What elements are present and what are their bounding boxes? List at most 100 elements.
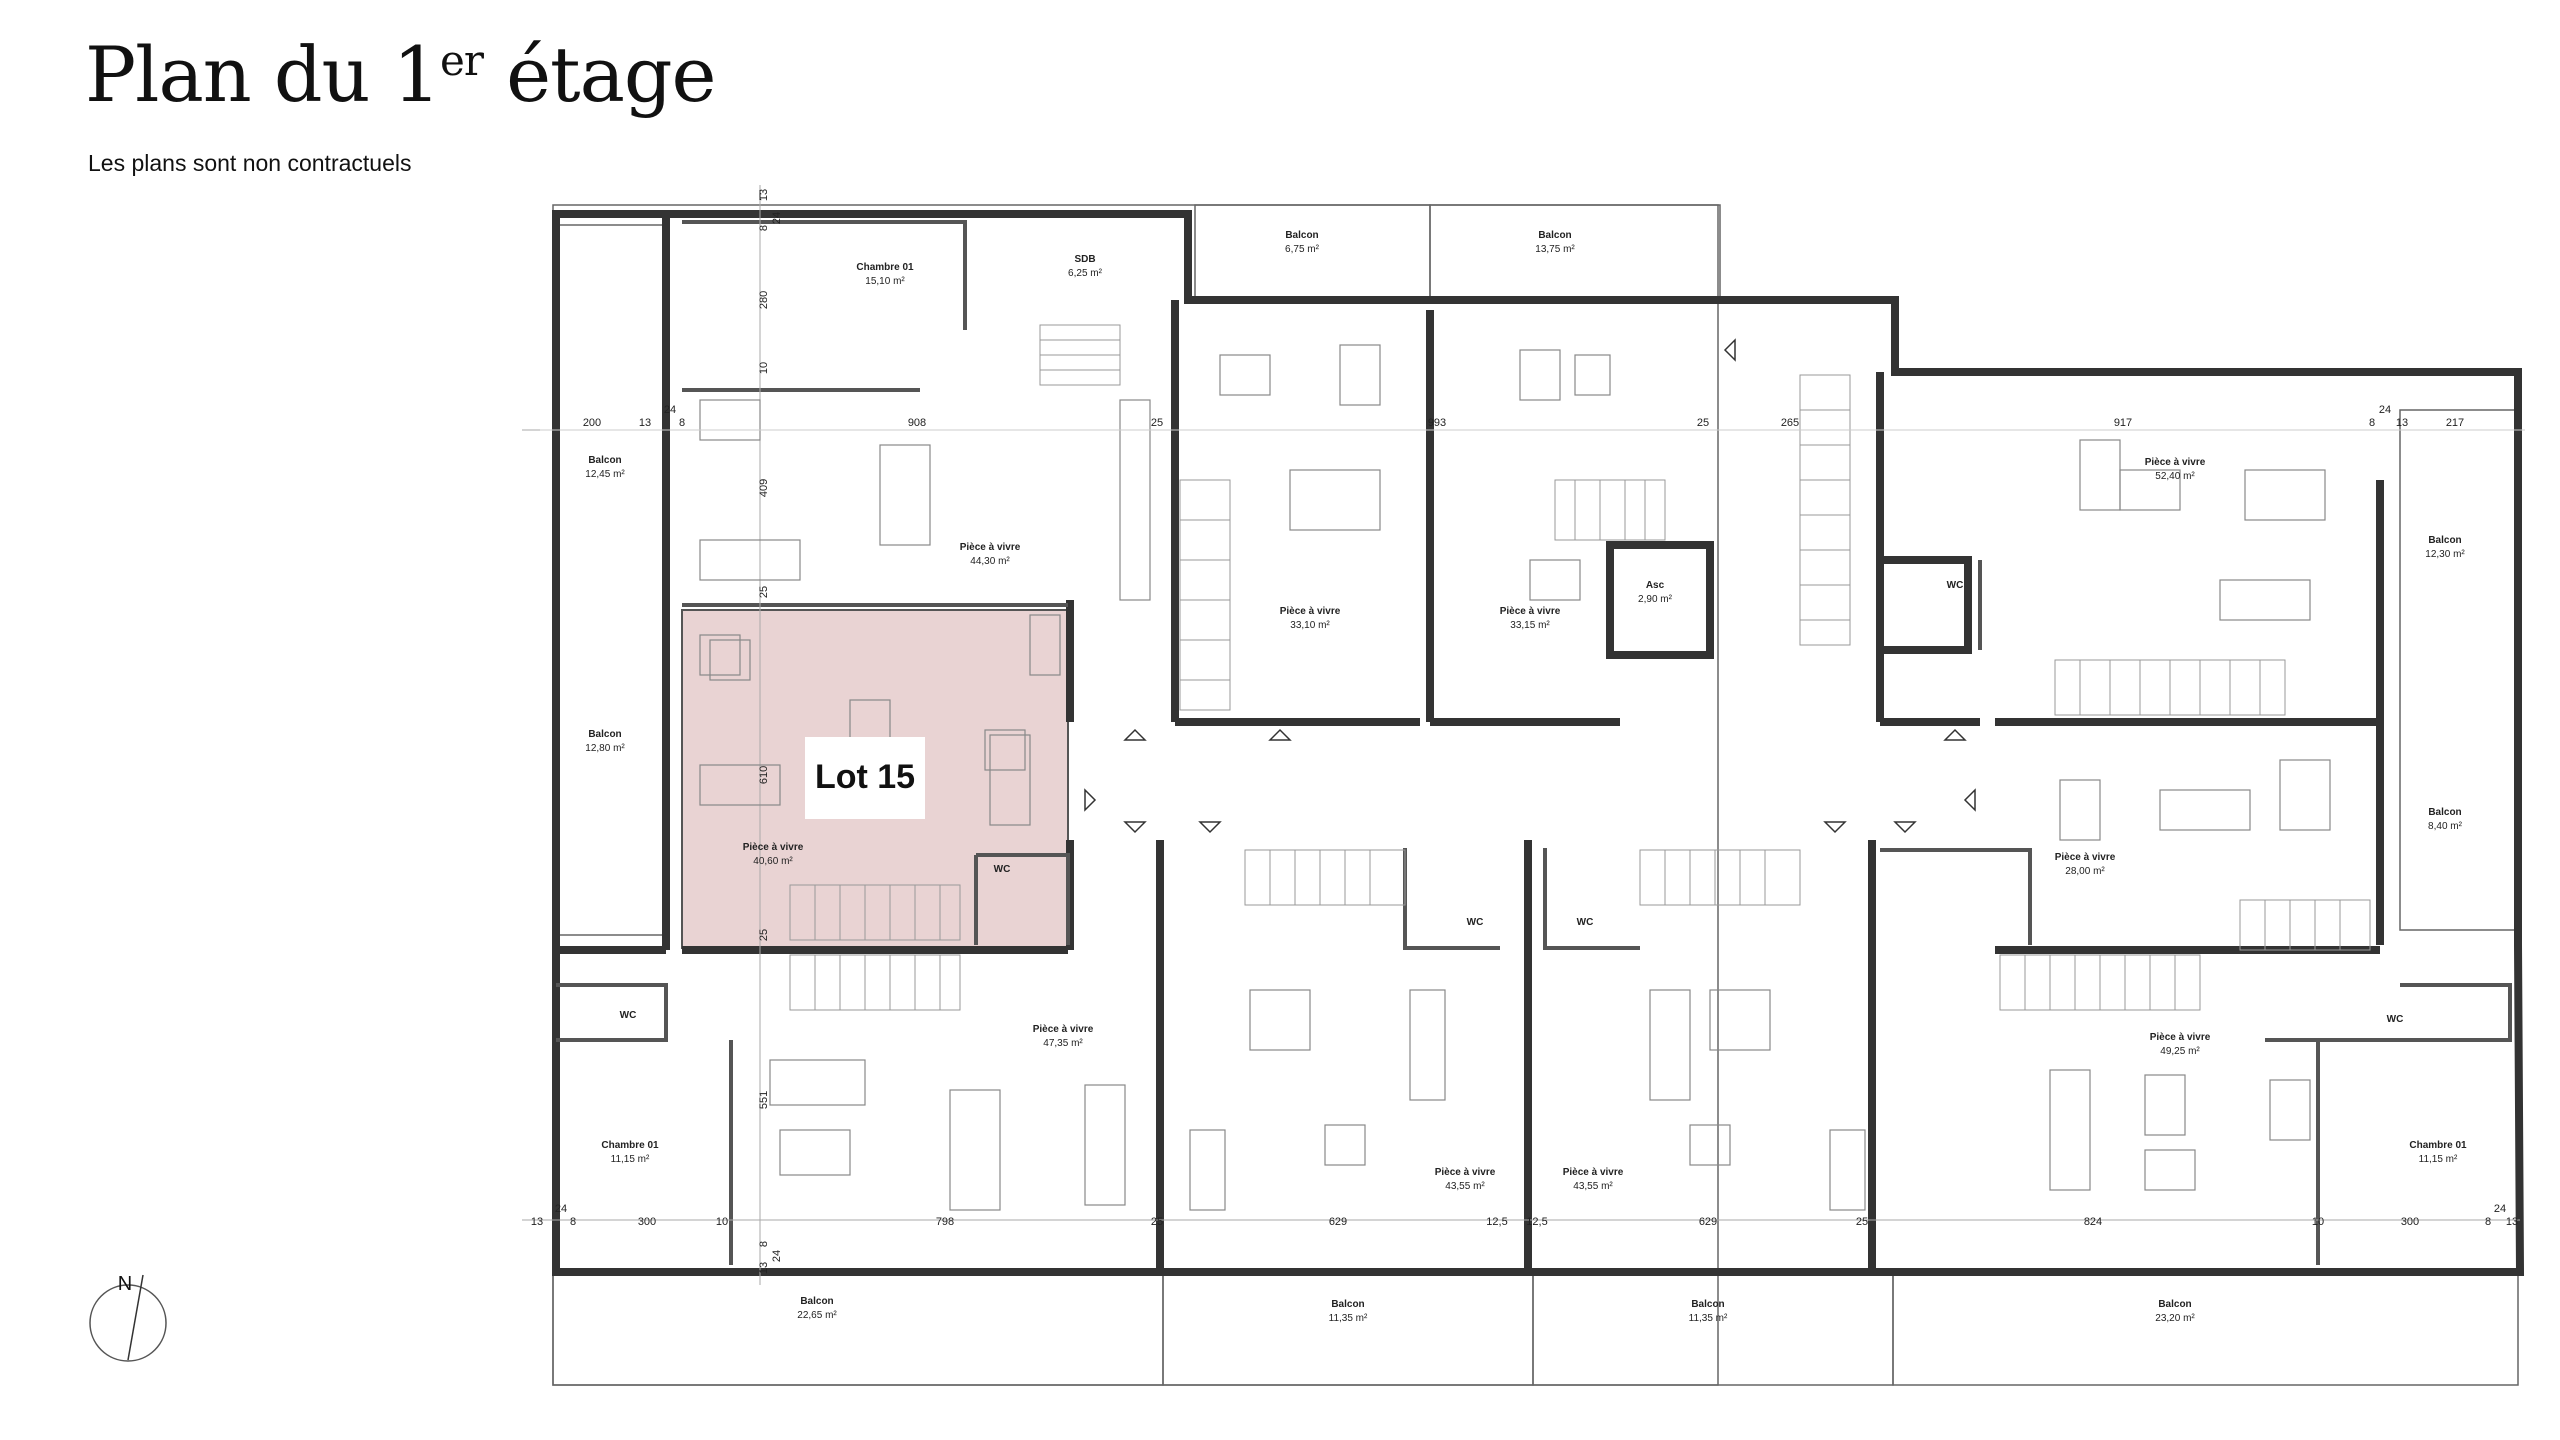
stairs [789, 324, 2371, 1011]
exterior-walls [552, 210, 2525, 1276]
dim-label: 25 [758, 586, 770, 598]
room-area: 12,30 m² [2425, 549, 2465, 560]
dim-label: 24 [771, 212, 783, 224]
dim-label: 13 [758, 1262, 770, 1274]
compass-circle-icon [89, 1284, 167, 1362]
dim-label: 12,5 [1486, 1216, 1507, 1228]
dim-label: 629 [1329, 1216, 1347, 1228]
vertical-dimension-labels: 13 24 8 280 10 409 25 610 25 551 8 24 13 [758, 189, 783, 1274]
room-area: 8,40 m² [2428, 821, 2463, 832]
room-name: Balcon [1538, 230, 1571, 241]
dim-label: 25 [1151, 1216, 1163, 1228]
dim-label: 10 [758, 362, 770, 374]
dim-label: 798 [936, 1216, 954, 1228]
page-subtitle: Les plans sont non contractuels [88, 150, 412, 176]
dim-label: 25 [1697, 417, 1709, 429]
dim-label: 13 [2396, 417, 2408, 429]
dim-label: 200 [583, 417, 601, 429]
dim-label: 12,5 [1526, 1216, 1547, 1228]
compass: N [89, 1273, 167, 1362]
lot-label-box [805, 737, 925, 819]
room-name: Balcon [2428, 535, 2461, 546]
dim-label: 993 [1428, 417, 1446, 429]
room-area: 23,20 m² [2155, 1313, 2195, 1324]
dim-label: 13 [758, 189, 770, 201]
compass-label: N [118, 1273, 132, 1295]
room-area: 6,75 m² [1285, 244, 1320, 255]
room-name: Balcon [588, 455, 621, 466]
room-name: WC [1467, 917, 1484, 928]
room-name: Pièce à vivre [1500, 606, 1561, 617]
room-area: 52,40 m² [2155, 471, 2195, 482]
dim-label: 300 [2401, 1216, 2419, 1228]
dim-label: 917 [2114, 417, 2132, 429]
room-name: Balcon [2428, 807, 2461, 818]
room-name: Pièce à vivre [960, 542, 1021, 553]
room-name: Balcon [2158, 1299, 2191, 1310]
room-area: 11,15 m² [2419, 1154, 2458, 1165]
dim-label: 265 [1781, 417, 1799, 429]
dim-label: 24 [2379, 404, 2391, 416]
dim-label: 24 [771, 1250, 783, 1262]
room-name: Balcon [1691, 1299, 1724, 1310]
dimension-ticks [540, 190, 2525, 431]
room-area: 13,75 m² [1535, 244, 1575, 255]
room-area: 33,15 m² [1510, 620, 1550, 631]
dim-label: 25 [758, 929, 770, 941]
north-arrow-icon [127, 1274, 144, 1361]
room-area: 12,80 m² [585, 743, 625, 754]
lot-label: Lot 15 [815, 758, 915, 796]
room-area: 49,25 m² [2160, 1046, 2200, 1057]
room-name: Balcon [800, 1296, 833, 1307]
dim-label: 24 [2494, 1203, 2506, 1215]
room-name: Pièce à vivre [2150, 1032, 2211, 1043]
dim-label: 409 [758, 479, 770, 497]
room-area: 43,55 m² [1445, 1181, 1485, 1192]
room-area: 44,30 m² [970, 556, 1010, 567]
room-area: 12,45 m² [585, 469, 625, 480]
dim-label: 629 [1699, 1216, 1717, 1228]
page-title: Plan du 1er étage [85, 30, 717, 119]
room-name: Balcon [588, 729, 621, 740]
room-area: 11,35 m² [1689, 1313, 1728, 1324]
dim-label: 10 [2312, 1216, 2324, 1228]
room-name: Pièce à vivre [1280, 606, 1341, 617]
room-name: Chambre 01 [601, 1140, 659, 1151]
room-name: WC [994, 864, 1011, 875]
dim-label: 8 [2485, 1216, 2491, 1228]
dim-label: 13 [639, 417, 651, 429]
title-main: Plan du 1 [85, 30, 441, 119]
room-area: 11,35 m² [1329, 1313, 1368, 1324]
room-name: Pièce à vivre [2145, 457, 2206, 468]
dim-label: 10 [716, 1216, 728, 1228]
room-area: 28,00 m² [2065, 866, 2105, 877]
room-name: Pièce à vivre [1563, 1167, 1624, 1178]
room-name: Chambre 01 [856, 262, 914, 273]
room-name: Asc [1646, 580, 1665, 591]
dim-label: 8 [2369, 417, 2375, 429]
dim-label: 24 [664, 404, 676, 416]
dim-label: 13 [531, 1216, 543, 1228]
room-area: 40,60 m² [753, 856, 793, 867]
dim-label: 25 [1151, 417, 1163, 429]
dim-label: 25 [1856, 1216, 1868, 1228]
title-superscript: er [439, 36, 484, 85]
dim-label: 908 [908, 417, 926, 429]
room-area: 22,65 m² [797, 1310, 837, 1321]
dim-label: 13 [2506, 1216, 2518, 1228]
room-area: 2,90 m² [1638, 594, 1673, 605]
dim-label: 824 [2084, 1216, 2102, 1228]
dim-label: 217 [2446, 417, 2464, 429]
room-area: 33,10 m² [1290, 620, 1330, 631]
room-name: WC [620, 1010, 637, 1021]
room-name: SDB [1074, 254, 1095, 265]
room-area: 15,10 m² [865, 276, 905, 287]
dimension-labels: 200 13 24 8 908 25 993 25 265 917 8 24 1… [531, 404, 2518, 1228]
room-area: 6,25 m² [1068, 268, 1103, 279]
room-area: 43,55 m² [1573, 1181, 1613, 1192]
dim-label: 8 [570, 1216, 576, 1228]
room-name: Pièce à vivre [2055, 852, 2116, 863]
room-name: Balcon [1285, 230, 1318, 241]
room-area: 47,35 m² [1043, 1038, 1083, 1049]
